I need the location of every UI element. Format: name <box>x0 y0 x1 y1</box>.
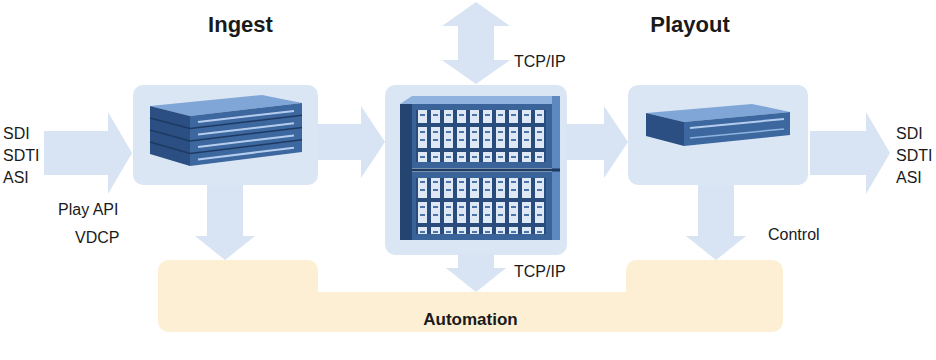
flow-arrow <box>567 106 628 178</box>
title-text: Automation <box>423 310 517 330</box>
signal-text: SDI <box>3 124 30 144</box>
signal-text: SDTI <box>896 146 932 166</box>
signal-text: Control <box>768 225 820 245</box>
flow-arrow <box>446 255 506 292</box>
signal-label: ASI <box>896 168 922 188</box>
signal-text: SDI <box>896 124 923 144</box>
flow-arrow <box>195 185 255 260</box>
signal-label: SDTI <box>896 146 932 166</box>
flow-arrow <box>318 106 385 178</box>
signal-label: SDI <box>896 124 923 144</box>
signal-label: ASI <box>3 168 29 188</box>
signal-label: SDI <box>3 124 30 144</box>
flow-arrow <box>686 185 746 260</box>
signal-text: VDCP <box>75 228 119 248</box>
heading-text: Ingest <box>208 12 273 38</box>
band-shape <box>158 260 783 332</box>
ingest-panel: Ingest <box>133 85 318 185</box>
automation-band: Automation <box>158 260 783 332</box>
signal-text: SDTI <box>3 146 39 166</box>
playout-panel: Playout <box>628 85 808 185</box>
storage-panel <box>385 85 567 255</box>
section-heading: Playout <box>650 12 729 38</box>
band-title: Automation <box>423 310 517 330</box>
input-arrow <box>44 112 132 194</box>
signal-label: SDTI <box>3 146 39 166</box>
signal-label: VDCP <box>75 228 119 248</box>
edge-label: TCP/IP <box>514 262 566 282</box>
section-heading: Ingest <box>208 12 273 38</box>
signal-label: Control <box>768 225 820 245</box>
signal-text: TCP/IP <box>514 52 566 72</box>
signal-text: ASI <box>896 168 922 188</box>
heading-text: Playout <box>650 12 729 38</box>
output-arrow <box>810 112 890 194</box>
network-arrow <box>442 2 510 84</box>
signal-label: Play API <box>58 200 118 220</box>
signal-text: Play API <box>58 200 118 220</box>
protocol-label: TCP/IP <box>514 262 566 282</box>
signal-text: ASI <box>3 168 29 188</box>
signal-label: TCP/IP <box>514 52 566 72</box>
